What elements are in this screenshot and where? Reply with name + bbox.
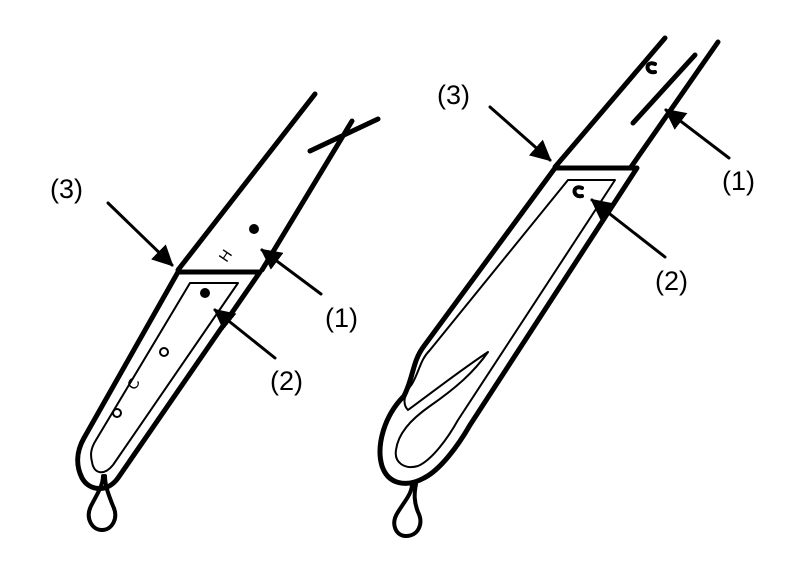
left-bubble-1	[159, 347, 169, 357]
right-label-3: (3)	[437, 80, 470, 110]
left-particle-upper	[249, 224, 259, 234]
right-upper-tube	[552, 35, 721, 170]
right-arrow-3	[488, 105, 552, 162]
left-tube-diagram: H C (3) (1) (2)	[50, 91, 381, 532]
left-arrow-3	[106, 201, 174, 267]
left-label-3: (3)	[50, 174, 83, 204]
right-arrow-1	[664, 108, 731, 160]
left-bubble-2	[112, 408, 122, 418]
right-lower-tube-outer	[377, 165, 640, 486]
left-upper-tube	[175, 91, 381, 273]
left-label-2: (2)	[270, 366, 303, 396]
left-label-1: (1)	[325, 303, 358, 333]
left-upper-mark: H	[216, 247, 236, 265]
left-drop	[86, 474, 118, 532]
right-particle-lower	[572, 185, 584, 199]
right-label-2: (2)	[655, 266, 688, 296]
left-arrow-2	[213, 308, 277, 360]
right-arrow-2	[590, 198, 667, 259]
left-lower-tube-outer	[75, 269, 263, 491]
right-tube-diagram: (3) (1) (2)	[377, 35, 755, 538]
right-particle-upper	[645, 61, 657, 75]
right-lower-tube-inner	[394, 179, 616, 468]
left-lower-tube-inner	[90, 282, 239, 474]
right-label-1: (1)	[722, 166, 755, 196]
left-arrow-1	[260, 248, 323, 296]
left-particle-lower	[200, 288, 210, 298]
right-drop	[392, 482, 423, 538]
